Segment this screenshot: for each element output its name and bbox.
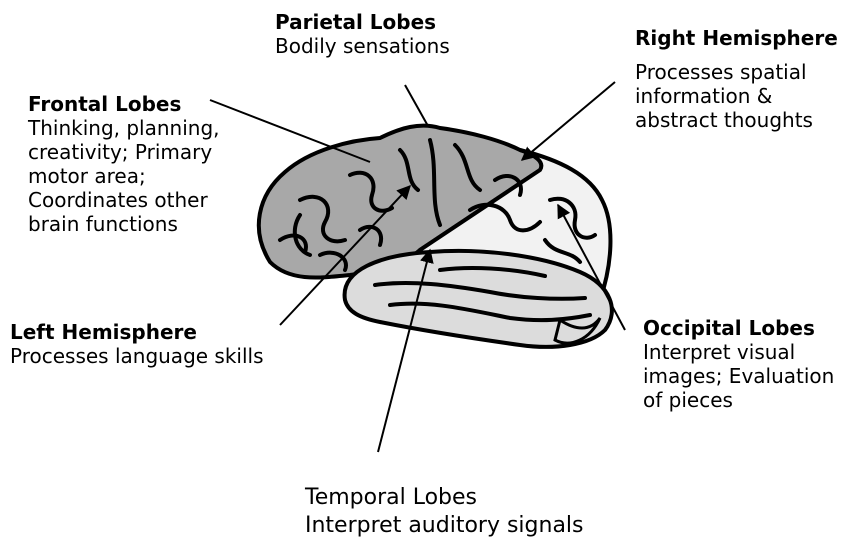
parietal-title: Parietal Lobes <box>275 10 450 34</box>
right-hemisphere-arrow <box>522 82 615 160</box>
parietal-description: Bodily sensations <box>275 34 450 58</box>
temporal-label: Temporal Lobes Interpret auditory signal… <box>305 484 584 540</box>
brain-illustration <box>259 126 612 347</box>
temporal-title: Temporal Lobes <box>305 484 584 512</box>
occipital-title: Occipital Lobes <box>643 316 834 340</box>
occipital-label: Occipital Lobes Interpret visual images;… <box>643 316 834 412</box>
right-hemisphere-description: Processes spatial information & abstract… <box>635 60 838 132</box>
frontal-label: Frontal Lobes Thinking, planning, creati… <box>28 92 220 236</box>
left-hemisphere-description: Processes language skills <box>10 344 264 368</box>
left-hemisphere-label: Left Hemisphere Processes language skill… <box>10 320 264 368</box>
left-hemisphere-title: Left Hemisphere <box>10 320 264 344</box>
frontal-title: Frontal Lobes <box>28 92 220 116</box>
occipital-description: Interpret visual images; Evaluation of p… <box>643 340 834 412</box>
parietal-leader-line <box>405 85 428 126</box>
parietal-label: Parietal Lobes Bodily sensations <box>275 10 450 58</box>
temporal-description: Interpret auditory signals <box>305 512 584 540</box>
right-hemisphere-label: Right Hemisphere Processes spatial infor… <box>635 26 838 132</box>
right-hemisphere-title: Right Hemisphere <box>635 26 838 50</box>
frontal-description: Thinking, planning, creativity; Primary … <box>28 116 220 236</box>
frontal-leader-line <box>210 100 370 162</box>
